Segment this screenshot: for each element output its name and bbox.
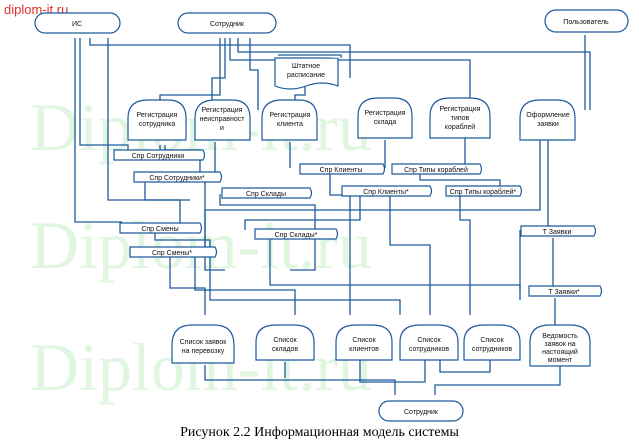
store-spr-warehouses-label: Спр Склады [246, 191, 286, 198]
store-spr-clients: Спр Клиенты [299, 163, 386, 175]
report-list-staff-1-line1: Список [417, 337, 441, 344]
external-entity-is: ИС [34, 12, 121, 34]
store-spr-clients-star-label: Спр Клиенты* [363, 189, 409, 196]
process-reg-warehouse-line2: склада [374, 119, 397, 126]
process-reg-ship-types: Регистрация типов кораблей [429, 97, 491, 139]
process-make-order: Оформление заявки [519, 99, 576, 141]
store-spr-staff-label: Спр Сотрудники [132, 153, 185, 160]
external-entity-staff-top: Сотрудник [177, 12, 277, 34]
document-staff-schedule: Штатное расписание [274, 54, 342, 90]
store-spr-staff-star: Спр Сотрудники* [133, 171, 223, 183]
store-spr-clients-label: Спр Клиенты [320, 167, 363, 174]
report-list-orders: Список заявок на перевозку [171, 324, 235, 364]
process-reg-ship-types-line3: кораблей [445, 123, 475, 131]
report-list-orders-line2: на перевозку [182, 348, 225, 355]
report-statement-line1: Ведомость [542, 333, 578, 340]
external-entity-is-label: ИС [72, 21, 82, 28]
process-reg-client-line2: клиента [277, 121, 303, 128]
process-reg-staff-line1: Регистрация [137, 112, 178, 119]
process-reg-warehouse-line1: Регистрация [365, 110, 406, 117]
store-spr-staff-star-label: Спр Сотрудники* [149, 175, 205, 182]
report-list-staff-2: Список сотрудников [463, 324, 521, 361]
store-t-orders-label: Т Заявки [543, 229, 572, 236]
store-spr-ship-types: Спр Типы кораблей [391, 163, 483, 175]
report-list-staff-2-line2: сотрудников [472, 346, 513, 353]
report-list-warehouses-line1: Список [273, 337, 297, 344]
external-entity-staff-bottom-label: Сотрудник [404, 409, 439, 416]
store-spr-shifts-star-label: Спр Смены* [152, 250, 192, 257]
process-reg-fault-line2: неисправност [200, 116, 246, 123]
store-t-orders-star: Т Заявки* [528, 285, 603, 297]
external-entity-staff-top-label: Сотрудник [210, 21, 245, 28]
process-reg-staff: Регистрация сотрудника [127, 99, 187, 141]
report-list-clients-line2: клиентов [349, 346, 379, 353]
store-spr-ship-types-star: Спр Типы кораблей* [445, 185, 523, 197]
process-reg-warehouse: Регистрация склада [357, 97, 413, 139]
store-spr-staff: Спр Сотрудники [113, 149, 206, 161]
process-make-order-line1: Оформление [526, 112, 570, 119]
store-spr-shifts-label: Спр Смены [141, 226, 178, 233]
report-list-clients: Список клиентов [335, 324, 393, 361]
process-reg-ship-types-line2: типов [451, 115, 470, 122]
report-statement-line3: настоящий [542, 348, 578, 356]
process-reg-client-line1: Регистрация [270, 112, 311, 119]
store-t-orders-star-label: Т Заявки* [548, 289, 580, 296]
report-list-staff-1: Список сотрудников [399, 324, 459, 361]
report-list-warehouses-line2: складов [272, 346, 299, 353]
store-spr-warehouses-star-label: Спр Склады* [275, 232, 318, 239]
process-reg-client: Регистрация клиента [261, 99, 318, 141]
external-entity-user-label: Пользователь [563, 19, 609, 26]
process-make-order-line2: заявки [537, 121, 559, 128]
report-list-staff-2-line1: Список [480, 337, 504, 344]
report-list-clients-line1: Список [352, 337, 376, 344]
document-label-line1: Штатное [292, 63, 320, 70]
report-list-staff-1-line2: сотрудников [409, 346, 450, 353]
report-list-orders-line1: Список заявок [180, 339, 228, 346]
report-list-warehouses: Список складов [255, 324, 315, 361]
process-reg-fault: Регистрация неисправност и [194, 99, 251, 141]
store-spr-shifts: Спр Смены [119, 222, 203, 234]
store-t-orders: Т Заявки [520, 225, 597, 237]
report-statement: Ведомость заявок на настоящий момент [529, 324, 591, 367]
store-spr-warehouses: Спр Склады [221, 187, 313, 199]
figure-caption: Рисунок 2.2 Информационная модель систем… [180, 425, 459, 440]
process-reg-staff-line2: сотрудника [139, 121, 176, 128]
process-reg-ship-types-line1: Регистрация [440, 106, 481, 113]
process-reg-fault-line1: Регистрация [202, 107, 243, 114]
store-spr-clients-star: Спр Клиенты* [341, 185, 433, 197]
store-spr-ship-types-star-label: Спр Типы кораблей* [450, 188, 517, 196]
store-spr-shifts-star: Спр Смены* [129, 246, 218, 258]
report-statement-line4: момент [548, 357, 573, 364]
external-entity-staff-bottom: Сотрудник [378, 400, 464, 422]
external-entity-user: Пользователь [544, 9, 629, 33]
document-label-line2: расписание [287, 72, 325, 79]
report-statement-line2: заявок на [544, 341, 575, 348]
store-spr-warehouses-star: Спр Склады* [254, 228, 339, 240]
process-reg-fault-line3: и [220, 125, 224, 132]
store-spr-ship-types-label: Спр Типы кораблей [404, 166, 468, 174]
